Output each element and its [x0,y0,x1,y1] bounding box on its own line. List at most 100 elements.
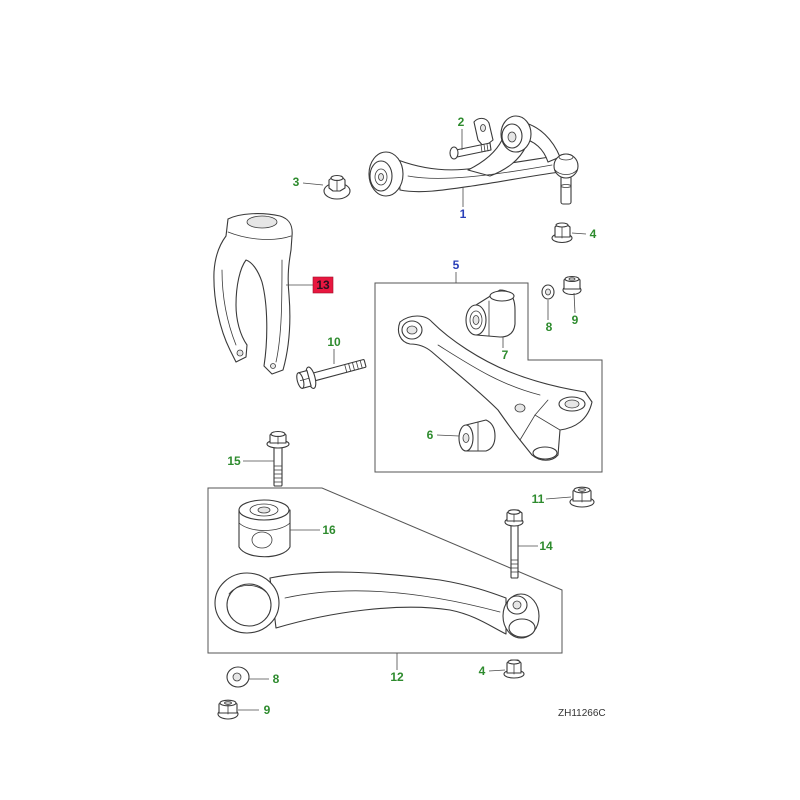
callout-11: 11 [532,492,545,506]
bushing-part-7 [465,289,516,338]
bracket-hole [514,403,526,413]
rear-bushing-hole [507,131,517,143]
thread-line [352,362,355,371]
thread-line [348,363,352,372]
bolt-head-top [507,509,521,515]
upper-control-arm-part-1 [368,115,579,205]
socket-inner [564,399,580,409]
callout-9-upper: 9 [572,313,579,327]
ball-joint-stud [560,175,572,205]
adjuster-plate-hole [480,124,486,132]
leader-lines [238,129,587,711]
thread-line [344,364,348,373]
flange-nut-part-4-upper [551,222,573,244]
arm-rib [437,344,541,396]
nut-hole [224,701,232,705]
callout-9-lower: 9 [264,703,271,717]
callout-6: 6 [427,428,434,442]
callout-4-lower: 4 [479,664,486,678]
arm-rib [284,590,501,613]
washer-hole [232,672,242,682]
bracket-edge [534,399,549,416]
thread-line [480,144,483,153]
bracket-nub [532,446,558,460]
front-bushing-hole [378,173,384,181]
thread-line [483,144,486,152]
callout-5: 5 [453,258,460,272]
assembly-12-frame [207,487,563,654]
callout-8-upper: 8 [546,320,553,334]
reference-code: ZH11266C [558,708,606,719]
end-bushing-lower [508,618,536,638]
bushing-sleeve [469,310,483,330]
callout-8-lower: 8 [273,672,280,686]
leader-6 [436,434,460,437]
washer-part-8-lower [226,666,250,688]
ball-joint-cap [558,153,574,161]
callout-7: 7 [502,348,509,362]
callouts: 1 2 3 4 5 13 8 9 7 10 6 15 11 16 14 12 8… [227,115,596,717]
arm-eye-hole [406,325,418,335]
bolt-part-10 [296,359,367,389]
flange-nut-part-4-lower [503,659,525,679]
bushing-hole [472,315,480,325]
callout-13: 13 [316,278,330,292]
flange-nut-part-9-lower [217,699,239,720]
lower-arm-part-5 [397,315,593,461]
arm-contour [275,259,283,363]
leader-4-upper [571,232,587,235]
bushing-hole [462,433,470,443]
bolt-part-15 [266,430,290,487]
leader-9-upper [573,292,576,314]
washer-hole [545,288,551,296]
knuckle-part-13 [213,213,293,375]
callout-2: 2 [458,115,465,129]
thread-line [486,143,489,152]
flange-nut-part-9-upper [562,275,582,296]
bushing-part-16 [238,499,291,558]
bushing-band [238,522,291,531]
callout-13-highlight-box [312,276,334,294]
ball-joint-boot [554,169,578,175]
bolt-head [449,146,459,160]
bushing-hole [257,506,271,514]
nut-hole [578,488,586,492]
callout-1: 1 [460,207,467,221]
hub-opening [246,215,278,229]
thread-line [359,360,363,369]
mount-hole [236,349,244,357]
arm-body [397,315,593,461]
callout-12: 12 [390,670,404,684]
nut-hole [568,277,576,281]
leader-4-lower [488,669,506,672]
callout-4-upper: 4 [590,227,597,241]
callout-15: 15 [227,454,241,468]
front-bushing-sleeve [374,168,388,186]
flange-nut-part-11 [569,486,595,508]
nut-top [507,659,521,665]
leader-11 [545,496,572,500]
nut-washer-part-3 [323,174,351,200]
callout-3: 3 [293,175,300,189]
thread-line [355,361,359,370]
hex-edge [299,377,310,381]
arm-ring-inner [226,583,272,627]
bolt-part-2 [449,117,494,160]
bolt-shaft [510,523,519,579]
bushing-body [465,419,496,452]
bushing-inner-sleeve [251,531,273,549]
knuckle-body [213,213,293,375]
mount-hole [270,363,276,369]
nut-top [555,222,569,228]
assembly-5-frame [374,282,603,473]
end-bushing-hole [512,600,522,610]
bushing-top [489,290,515,302]
bushing-top-sleeve [249,503,279,517]
bushing-body [238,509,291,558]
lower-arm-part-12 [214,571,540,639]
callout-16: 16 [322,523,336,537]
arm-contour [221,269,237,346]
washer-part-8-upper [541,284,555,300]
